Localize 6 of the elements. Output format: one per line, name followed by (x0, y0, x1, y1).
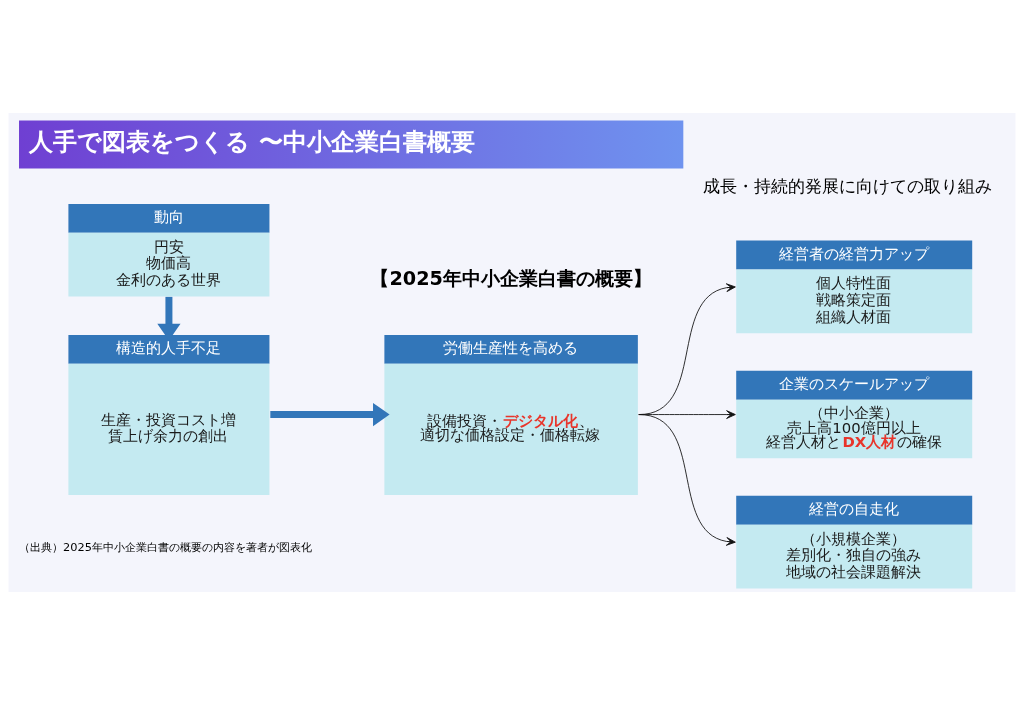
arrow (270, 402, 390, 426)
diagram-title: 人手で図表をつくる 〜中小企業白書概要 (29, 126, 476, 156)
arrow (638, 413, 736, 546)
caption: （出典）2025年中小企業白書の概要の内容を著者が図表化 (19, 539, 312, 554)
label: 【2025年中小企業白書の概要】 (370, 266, 652, 290)
label: 成長・持続的発展に向けての取り組み (703, 175, 993, 196)
